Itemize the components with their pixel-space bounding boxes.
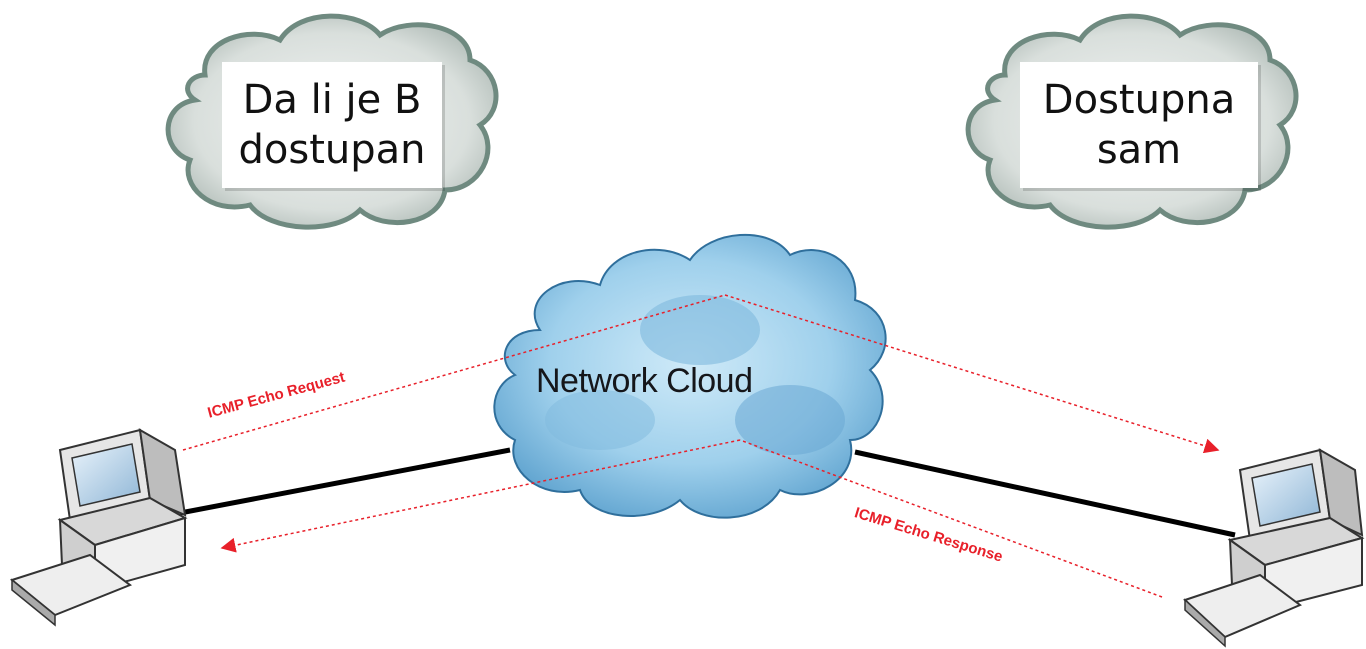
thought-bubble-answer: Dostupna sam: [1020, 62, 1258, 188]
network-cloud: [493, 234, 887, 519]
thought-bubble-question: Da li je B dostupan: [222, 62, 442, 188]
bubble-left-line1: Da li je B: [242, 77, 422, 123]
network-cloud-label: Network Cloud: [536, 362, 753, 400]
bubble-right-line1: Dostupna: [1042, 77, 1236, 123]
bubble-left-line2: dostupan: [238, 127, 426, 173]
link-left: [179, 447, 511, 516]
bubble-right-line2: sam: [1096, 127, 1182, 173]
computer-b-icon: [1183, 448, 1365, 648]
link-right: [854, 449, 1236, 538]
echo-response-arrow: [220, 439, 1163, 598]
computer-a-icon: [9, 428, 188, 627]
echo-request-arrow: [182, 294, 1220, 454]
